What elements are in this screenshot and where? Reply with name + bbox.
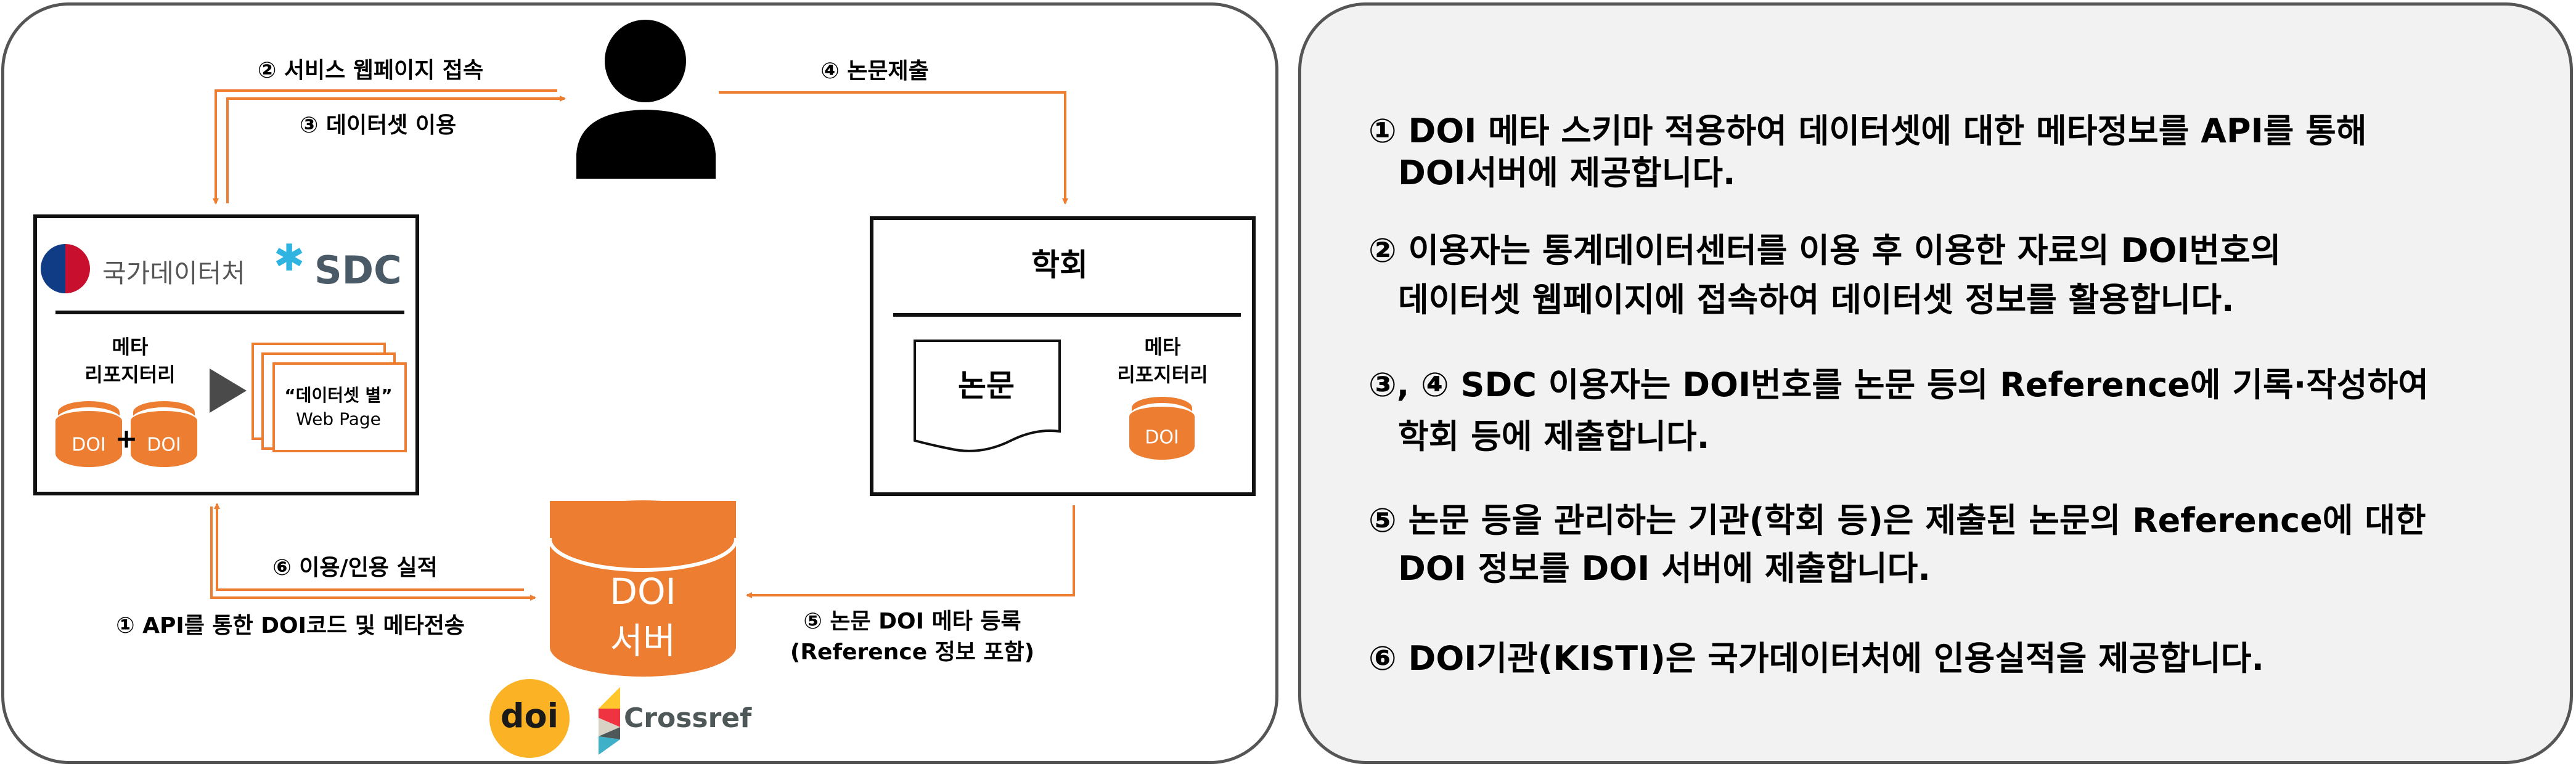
desc-5-line2: DOI 정보를 DOI 서버에 제출합니다.	[1398, 549, 1931, 588]
doi-server-line1: DOI	[610, 571, 676, 612]
user-icon	[576, 20, 716, 179]
paper-label: 논문	[958, 368, 1015, 404]
desc-3-line2: 학회 등에 제출합니다.	[1398, 417, 1710, 456]
label-step3: ③ 데이터셋 이용	[299, 113, 457, 138]
society-divider	[893, 313, 1241, 317]
doi-logo-text: doi	[500, 696, 559, 736]
crossref-logo-text: Crossref	[624, 702, 752, 734]
society-title: 학회	[1031, 247, 1088, 283]
desc-2-line1: ② 이용자는 통계데이터센터를 이용 후 이용한 자료의 DOI번호의	[1368, 231, 2281, 270]
desc-2-line2: 데이터셋 웹페이지에 접속하여 데이터셋 정보를 활용합니다.	[1398, 280, 2235, 319]
org-name: 국가데이터처	[102, 258, 245, 288]
desc-5-line1: ⑤ 논문 등을 관리하는 기관(학회 등)은 제출된 논문의 Reference…	[1368, 501, 2426, 540]
society-repo-label-2: 리포지터리	[1117, 363, 1208, 386]
description-panel	[1298, 2, 2573, 764]
webpage-line2: Web Page	[296, 409, 381, 429]
doi-server-line2: 서버	[610, 620, 676, 662]
arrow-step4	[719, 91, 1068, 205]
webpage-card	[272, 362, 407, 452]
db-icon-b	[131, 407, 197, 467]
arrow-step1	[210, 507, 536, 601]
desc-1-line2: DOI서버에 제공합니다.	[1398, 153, 1736, 192]
society-repo-label-1: 메타	[1144, 335, 1181, 359]
society-db-icon	[1129, 403, 1195, 460]
doi-server-cylinder	[548, 500, 738, 677]
sdc-repo-label-1: 메타	[112, 335, 149, 359]
label-step6: ⑥ 이용/인용 실적	[272, 555, 438, 580]
label-step5-line2: (Reference 정보 포함)	[790, 640, 1035, 665]
desc-3-line1: ③, ④ SDC 이용자는 DOI번호를 논문 등의 Reference에 기록…	[1368, 365, 2429, 404]
arrow-step5	[746, 505, 1075, 598]
label-step1: ① API를 통한 DOI코드 및 메타전송	[116, 613, 465, 638]
label-step2: ② 서비스 웹페이지 접속	[257, 58, 484, 83]
desc-1-line1: ① DOI 메타 스키마 적용하여 데이터셋에 대한 메타정보를 API를 통해	[1368, 112, 2367, 150]
plus-sign: +	[115, 423, 138, 455]
label-step5-line1: ⑤ 논문 DOI 메타 등록	[803, 609, 1021, 634]
arrow-step2	[213, 89, 557, 205]
korea-emblem-icon	[41, 244, 90, 293]
sdc-star-icon: ✱	[274, 237, 305, 280]
db-label-a: DOI	[72, 434, 106, 456]
society-db-label: DOI	[1145, 426, 1179, 449]
db-label-b: DOI	[147, 434, 181, 456]
arrow-right-icon	[210, 368, 247, 413]
arrow-step3	[226, 96, 566, 203]
desc-6-line1: ⑥ DOI기관(KISTI)은 국가데이터처에 인용실적을 제공합니다.	[1368, 639, 2264, 678]
sdc-logo: SDC	[314, 248, 402, 293]
arrow-step6	[214, 503, 524, 591]
db-icon-a	[55, 407, 122, 467]
sdc-repo-label-2: 리포지터리	[84, 363, 176, 386]
sdc-divider	[55, 311, 404, 314]
doi-logo: doi	[489, 679, 570, 758]
webpage-line1: “데이터셋 별”	[284, 385, 393, 405]
label-step4: ④ 논문제출	[820, 59, 929, 84]
